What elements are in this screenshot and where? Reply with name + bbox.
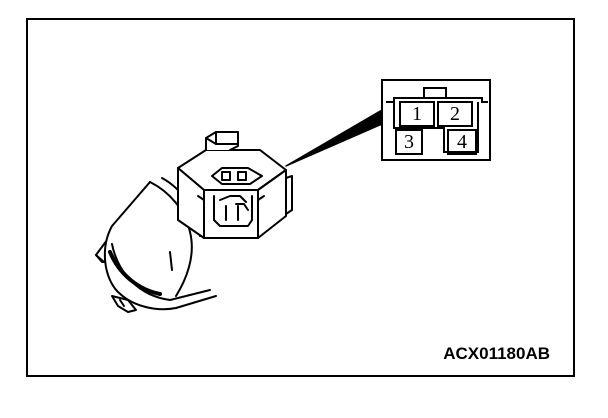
pin-arrangement-diagram xyxy=(381,79,491,161)
connector-housing-front xyxy=(203,189,259,239)
pointer-wedge xyxy=(285,109,383,167)
pin-cell-4 xyxy=(447,129,477,155)
switch-end-cap xyxy=(111,295,137,313)
pin-cell-1 xyxy=(399,101,435,127)
pin-label-3: 3 xyxy=(404,131,414,153)
pin-cell-3 xyxy=(395,129,423,155)
pin-cell-2 xyxy=(437,101,473,127)
connector-lock-tab xyxy=(205,131,239,151)
pin-label-4: 4 xyxy=(457,131,467,153)
diagram-frame xyxy=(26,18,575,377)
connector-housing-left xyxy=(177,167,205,239)
reference-code: ACX01180AB xyxy=(443,344,550,363)
switch-cylinder-body xyxy=(103,181,217,311)
pin-label-1: 1 xyxy=(412,103,422,125)
connector-housing-side xyxy=(257,169,287,239)
pin-label-2: 2 xyxy=(450,103,460,125)
